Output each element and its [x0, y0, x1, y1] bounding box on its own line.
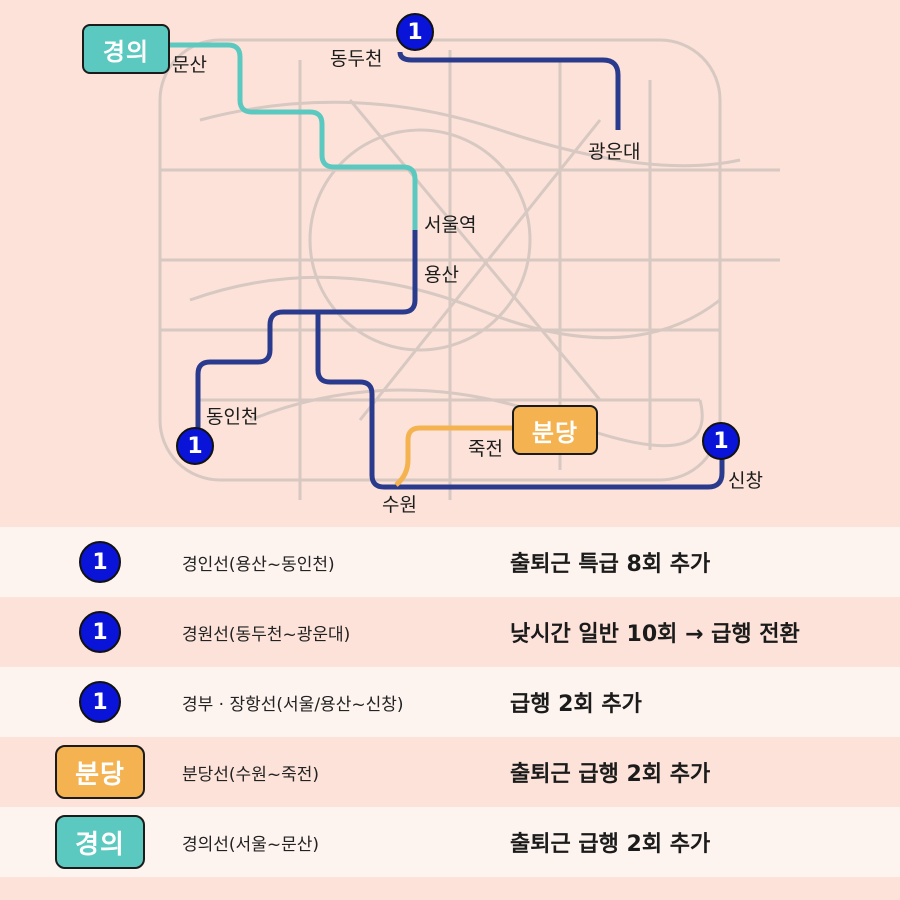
map-lines — [158, 38, 780, 500]
route-section: 경의선(서울~문산) — [182, 834, 319, 855]
table-row: 분당 분당선(수원~죽전) 출퇴근 급행 2회 추가 — [0, 737, 900, 807]
route-section: 경부 · 장항선(서울/용산~신창) — [182, 694, 404, 715]
table-row: 경의 경의선(서울~문산) 출퇴근 급행 2회 추가 — [0, 807, 900, 877]
subway-map: 경의 1 1 1 분당 문산 동두천 광운대 서울역 용산 동인천 죽전 수원 … — [82, 13, 780, 516]
station-suwon: 수원 — [382, 494, 417, 516]
line1-icon: 1 — [79, 611, 121, 653]
line-icon: 1 — [55, 667, 145, 737]
table-row: 1 경인선(용산~동인천) 출퇴근 특급 8회 추가 — [0, 527, 900, 597]
service-change: 출퇴근 급행 2회 추가 — [510, 832, 711, 857]
service-change: 급행 2회 추가 — [510, 692, 642, 717]
line-icon: 분당 — [55, 737, 145, 807]
line-icon: 1 — [55, 527, 145, 597]
bundang-icon: 분당 — [55, 745, 145, 799]
changes-table: 1 경인선(용산~동인천) 출퇴근 특급 8회 추가 1 경원선(동두천~광운대… — [0, 527, 900, 900]
bundang-line — [394, 425, 515, 487]
gyeongui-line — [165, 42, 418, 230]
station-dongducheon: 동두천 — [330, 48, 383, 70]
line1-badge-sinchang: 1 — [702, 422, 740, 460]
table-row: 1 경원선(동두천~광운대) 낮시간 일반 10회 → 급행 전환 — [0, 597, 900, 667]
bundang-badge-map: 분당 — [512, 405, 598, 455]
route-section: 경원선(동두천~광운대) — [182, 624, 351, 645]
line-icon: 경의 — [55, 807, 145, 877]
line1-icon: 1 — [79, 681, 121, 723]
station-dongincheon: 동인천 — [206, 406, 259, 428]
line1-badge-dongducheon: 1 — [396, 13, 434, 51]
service-change: 출퇴근 특급 8회 추가 — [510, 552, 711, 577]
station-yongsan: 용산 — [424, 264, 459, 286]
line1-gyeongwon — [397, 51, 621, 130]
line1-icon: 1 — [79, 541, 121, 583]
service-change: 출퇴근 급행 2회 추가 — [510, 762, 711, 787]
service-change: 낮시간 일반 10회 → 급행 전환 — [510, 622, 800, 647]
route-section: 경인선(용산~동인천) — [182, 554, 335, 575]
route-section: 분당선(수원~죽전) — [182, 764, 319, 785]
station-jukjeon: 죽전 — [468, 438, 503, 460]
background-network — [158, 38, 780, 500]
line1-trunk — [195, 230, 418, 440]
gyeongui-icon: 경의 — [55, 815, 145, 869]
gyeongui-badge-map: 경의 — [82, 24, 170, 74]
line-icon: 1 — [55, 597, 145, 667]
station-gwangundae: 광운대 — [588, 141, 641, 163]
station-seoul: 서울역 — [424, 214, 477, 236]
table-footer — [0, 877, 900, 900]
station-sinchang: 신창 — [728, 470, 763, 492]
line1-badge-dongincheon: 1 — [176, 427, 214, 465]
line1-gyeongbu — [315, 312, 725, 490]
table-row: 1 경부 · 장항선(서울/용산~신창) 급행 2회 추가 — [0, 667, 900, 737]
station-munsan: 문산 — [172, 54, 207, 76]
